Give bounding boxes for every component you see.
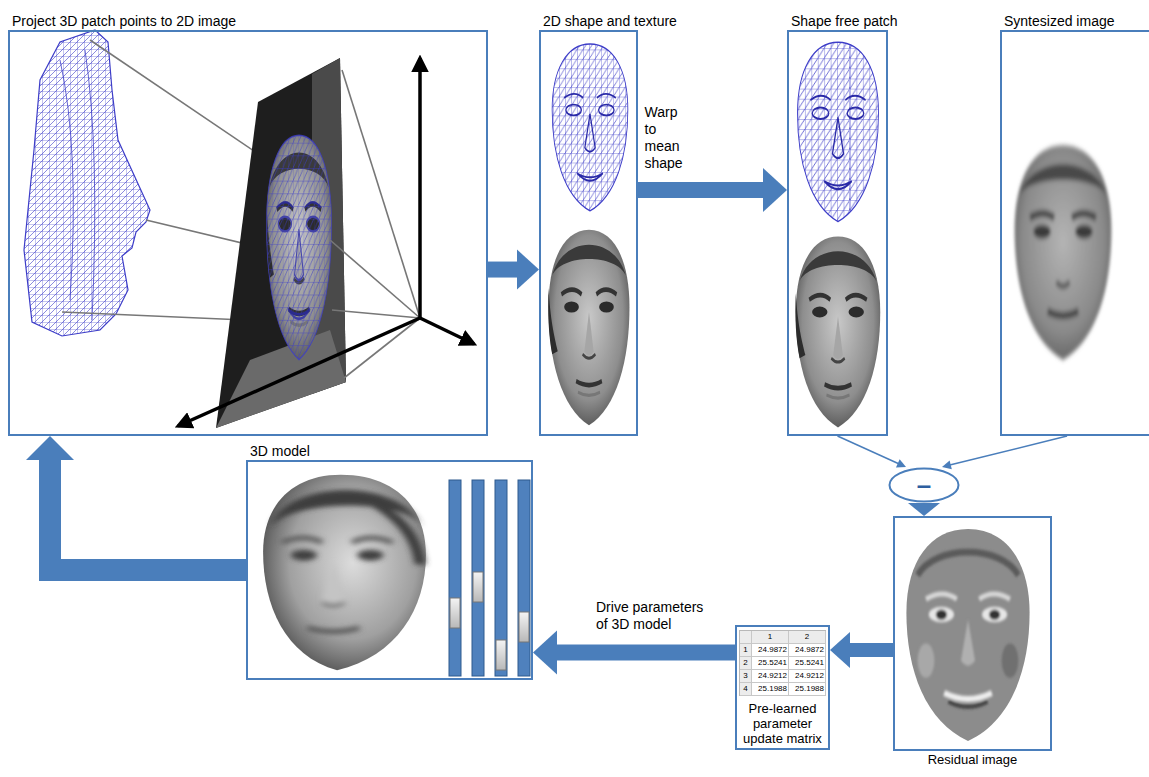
flow-arrow: [838, 436, 907, 467]
panel-title: Project 3D patch points to 2D image: [12, 13, 236, 29]
edge-label: Drive parameters of 3D model: [595, 599, 713, 633]
arrow-head: [896, 459, 906, 467]
flow-arrow: [908, 503, 940, 516]
flow-arrow: [830, 632, 893, 668]
2d-texture-face: [548, 230, 629, 426]
arrow-shaft: [488, 262, 518, 278]
table-cell: 24.9872: [789, 644, 826, 657]
2d-shape-mesh: [552, 44, 628, 211]
3d-model-face: [263, 475, 426, 671]
arrow-shaft: [50, 459, 246, 570]
matrix-table: 12124.987224.9872225.524125.5241324.9212…: [739, 630, 826, 696]
3d-head-profile-mesh: [24, 30, 150, 336]
update-matrix-box: 12124.987224.9872225.524125.5241324.9212…: [735, 625, 830, 750]
image-plane: [216, 58, 346, 428]
panel-title: Syntesized image: [1004, 13, 1115, 29]
camera-rays: [330, 70, 420, 378]
subtract-operator: –: [888, 467, 960, 503]
arrow-head: [908, 503, 940, 516]
table-cell: 25.1988: [752, 683, 789, 696]
table-cell: 2: [789, 631, 826, 644]
flow-arrow: [942, 436, 1067, 469]
table-cell: 24.9212: [752, 670, 789, 683]
arrow-head: [830, 632, 850, 668]
arrow-head: [533, 631, 557, 675]
projection-illustration: [24, 30, 474, 428]
projected-face-mesh: [266, 135, 331, 359]
table-cell: 25.1988: [789, 683, 826, 696]
arrow-head: [763, 168, 787, 212]
coordinate-axes: [178, 58, 474, 426]
panel-title: 2D shape and texture: [543, 13, 677, 29]
flow-arrow: [488, 250, 539, 290]
edge-label: Warp to mean shape: [644, 104, 694, 172]
arrow-shaft: [838, 436, 899, 464]
table-cell: 25.5241: [789, 657, 826, 670]
arrow-head: [26, 436, 74, 460]
arrow-shaft: [950, 436, 1067, 465]
table-cell: 3: [740, 670, 752, 683]
table-cell: 25.5241: [752, 657, 789, 670]
panel-title: 3D model: [250, 443, 310, 459]
panel-title: Residual image: [895, 752, 1050, 768]
table-cell: 2: [740, 657, 752, 670]
table-cell: 1: [740, 644, 752, 657]
panel-title: Shape free patch: [791, 13, 898, 29]
3d-model-panel: 3D model: [246, 460, 533, 680]
projection-panel: Project 3D patch points to 2D image: [8, 30, 488, 436]
flow-arrow: [533, 631, 735, 675]
table-cell: 24.9212: [789, 670, 826, 683]
table-cell: 1: [752, 631, 789, 644]
shape-texture-panel: 2D shape and texture: [539, 30, 638, 436]
arrow-shaft: [638, 182, 764, 198]
residual-face: [906, 529, 1029, 741]
synthesized-panel: Syntesized image: [1000, 30, 1149, 436]
operator-symbol: –: [917, 474, 931, 496]
arrow-head: [942, 460, 952, 469]
profile-contour: [60, 50, 95, 320]
projected-face: [266, 135, 331, 359]
table-cell: 24.9872: [752, 644, 789, 657]
synthesized-face: [1015, 145, 1112, 360]
table-corner: [740, 631, 752, 644]
shape-free-face: [795, 237, 880, 428]
table-cell: 4: [740, 683, 752, 696]
mean-shape-mesh: [798, 42, 879, 221]
operator-ellipse: [890, 469, 959, 502]
residual-panel: Residual image: [893, 516, 1052, 751]
arrow-shaft: [556, 645, 735, 661]
flow-arrow: [26, 436, 246, 570]
panel-title: Pre-learned parameter update matrix: [740, 701, 825, 746]
shape-free-panel: Shape free patch: [787, 30, 888, 436]
parameter-sliders: [449, 480, 530, 676]
arrow-head: [517, 250, 539, 290]
arrow-shaft: [849, 643, 893, 657]
flow-arrow: [638, 168, 787, 212]
